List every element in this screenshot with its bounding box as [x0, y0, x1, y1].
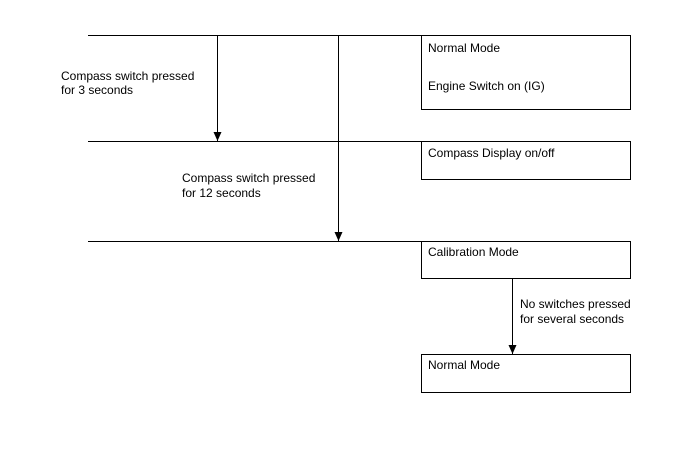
- label-press-12-seconds-line2: for 12 seconds: [182, 186, 261, 200]
- compass-display-title: Compass Display on/off: [428, 146, 555, 160]
- normal-mode-top-title: Normal Mode: [428, 41, 501, 55]
- label-no-switches-line1: No switches pressed: [520, 297, 631, 311]
- normal-mode-top-box: Normal Mode Engine Switch on (IG): [421, 35, 631, 110]
- normal-mode-bottom-box: Normal Mode: [421, 354, 631, 393]
- label-press-3-seconds-line1: Compass switch pressed: [61, 69, 195, 83]
- compass-display-box: Compass Display on/off: [421, 141, 631, 180]
- engine-switch-label: Engine Switch on (IG): [428, 79, 545, 93]
- calibration-mode-box: Calibration Mode: [421, 241, 631, 279]
- label-press-3-seconds-line2: for 3 seconds: [61, 83, 134, 97]
- normal-mode-bottom-title: Normal Mode: [428, 358, 501, 372]
- label-no-switches-line2: for several seconds: [520, 312, 625, 326]
- label-press-12-seconds-line1: Compass switch pressed: [182, 171, 316, 185]
- calibration-mode-title: Calibration Mode: [428, 245, 519, 259]
